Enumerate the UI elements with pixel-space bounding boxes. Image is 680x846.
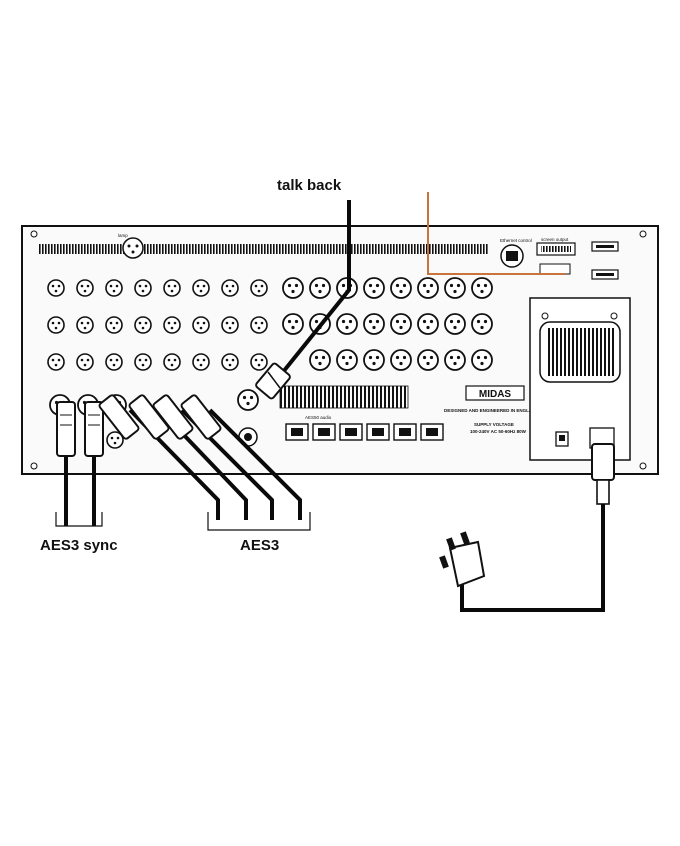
output-xlr-connector [471,313,493,335]
screen-output-label: screen output [541,237,569,242]
input-xlr-connector [105,279,123,297]
output-xlr-connector [390,277,412,299]
output-xlr-connector [390,349,412,371]
output-xlr-connector [336,349,358,371]
output-xlr-connector [309,349,331,371]
ethernet-control-jack [500,244,524,268]
input-xlr-connector [163,316,181,334]
power-cable [439,443,615,612]
input-xlr-connector [47,279,65,297]
input-xlr-connector [192,353,210,371]
supply-text: SUPPLY VOLTAGE [474,422,514,427]
input-xlr-connector [163,279,181,297]
output-xlr-connector [417,277,439,299]
output-xlr-connector [444,277,466,299]
output-xlr-connector [363,349,385,371]
output-xlr-connector [444,349,466,371]
input-xlr-connector [192,316,210,334]
input-xlr-connector [47,353,65,371]
input-xlr-connector [134,316,152,334]
input-xlr-connector [105,316,123,334]
aes50-rj45-port [420,423,444,441]
output-xlr-connector [309,277,331,299]
power-plug-icon [439,531,486,588]
designed-text: DESIGNED AND ENGINEERED IN ENGLAND [444,408,539,413]
input-xlr-connector [47,316,65,334]
input-xlr-connector [250,353,268,371]
aes50-rj45-port [366,423,390,441]
ethernet-cable [427,192,565,275]
usb-port-bottom [591,269,619,280]
input-xlr-connector [163,353,181,371]
brand-logo: MIDAS [465,385,525,401]
usb-port-top [591,241,619,252]
input-xlr-connector [221,353,239,371]
ethernet-label: Ethernet control [500,238,532,243]
output-xlr-connector [390,313,412,335]
output-xlr-connector [282,277,304,299]
aes3-sync-cables [55,401,104,527]
input-xlr-connector [76,316,94,334]
lamp-socket [122,237,144,259]
aes50-rj45-port [312,423,336,441]
output-xlr-connector [363,277,385,299]
output-xlr-connector [336,313,358,335]
svg-text:MIDAS: MIDAS [479,389,512,400]
output-xlr-connector [471,349,493,371]
top-vent [38,244,488,254]
input-xlr-connector [192,279,210,297]
talk-back-label: talk back [277,177,342,194]
output-xlr-connector [282,313,304,335]
input-xlr-connector [250,316,268,334]
output-xlr-connector [363,313,385,335]
input-xlr-connector [221,316,239,334]
power-supply-module [529,297,631,461]
supply-range-text: 100-240V AC 50-60Hz 80W [470,429,527,434]
lamp-connector [539,263,571,275]
input-xlr-connector [134,353,152,371]
output-xlr-connector [417,349,439,371]
screen-output-port [536,242,576,256]
output-xlr-connector [417,313,439,335]
aes3-label: AES3 [240,537,280,554]
input-xlr-connector [76,353,94,371]
aes50-rj45-port [285,423,309,441]
output-xlr-connector [444,313,466,335]
aes3-sync-label: AES3 sync [40,537,118,554]
aes50-vent [280,386,408,408]
input-xlr-connector [134,279,152,297]
aes50-label: AES50 audio [305,415,332,420]
aes50-rj45-port [339,423,363,441]
input-xlr-connector [250,279,268,297]
lamp-label: lamp [118,233,128,238]
input-xlr-connector [221,279,239,297]
input-xlr-connector [76,279,94,297]
aes3-cables [98,394,311,531]
input-xlr-connector [105,353,123,371]
talkback-cable [255,200,351,400]
aes50-rj45-port [393,423,417,441]
output-xlr-connector [471,277,493,299]
